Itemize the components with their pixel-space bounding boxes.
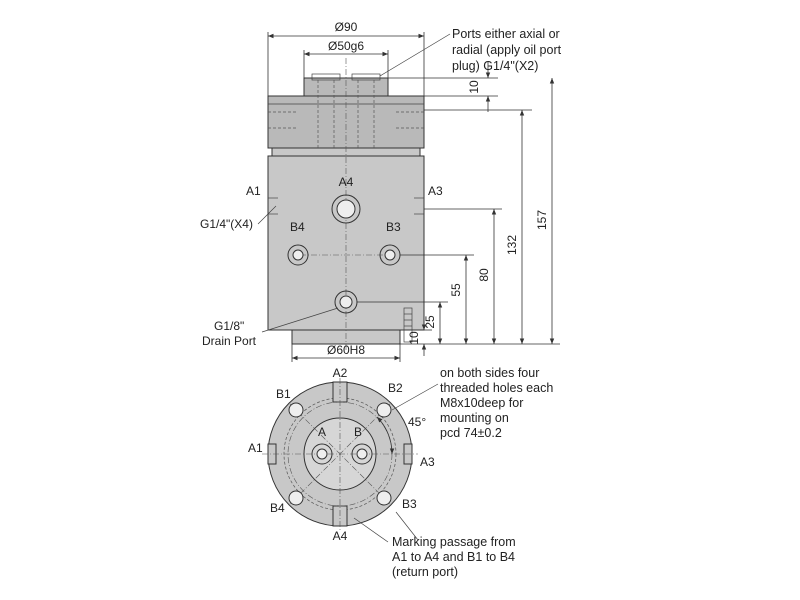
dim-h80: 80 [477,268,491,282]
label-a2: A2 [333,366,348,380]
note-ports-3: plug) G1/4"(X2) [452,59,538,73]
top-port-left [311,73,341,81]
label-g14x4: G1/4"(X4) [200,217,253,231]
dim-h25: 25 [423,315,437,329]
note-mark-3: (return port) [392,565,458,579]
top-view: 45° A2 A4 A1 A3 B1 B2 B4 B3 A B on both … [248,366,553,579]
note-ports-1: Ports either axial or [452,27,560,41]
label-a1-side: A1 [246,184,261,198]
label-port-b: B [354,425,362,439]
label-b3-side: B3 [386,220,401,234]
dim-h55: 55 [449,283,463,297]
note-mount-5: pcd 74±0.2 [440,426,502,440]
label-b4-side: B4 [290,220,305,234]
side-view: Ø90 Ø50g6 10 157 132 80 55 25 10 [200,20,562,362]
label-a3-side: A3 [428,184,443,198]
note-mount-1: on both sides four [440,366,539,380]
label-a1-top: A1 [248,441,263,455]
dim-d50: Ø50g6 [328,39,364,53]
note-mark-2: A1 to A4 and B1 to B4 [392,550,515,564]
dim-h132: 132 [505,235,519,255]
dim-h10-top: 10 [467,80,481,94]
label-drain: Drain Port [202,334,257,348]
dim-d60: Ø60H8 [327,343,365,357]
label-b3-top: B3 [402,497,417,511]
label-a4-side: A4 [339,175,354,189]
dim-h157: 157 [535,210,549,230]
dim-d90: Ø90 [335,20,358,34]
label-b4-top: B4 [270,501,285,515]
label-g18: G1/8" [214,319,244,333]
dim-angle45: 45° [408,415,426,429]
note-mount-3: M8x10deep for [440,396,523,410]
note-mark-1: Marking passage from [392,535,516,549]
top-port-right [351,73,381,81]
note-mount-4: mounting on [440,411,509,425]
label-b2: B2 [388,381,403,395]
dim-h10-bottom: 10 [407,331,421,345]
label-a3-top: A3 [420,455,435,469]
label-b1: B1 [276,387,291,401]
label-a4-top: A4 [333,529,348,543]
label-port-a: A [318,425,326,439]
note-ports-2: radial (apply oil port [452,43,562,57]
note-mount-2: threaded holes each [440,381,553,395]
